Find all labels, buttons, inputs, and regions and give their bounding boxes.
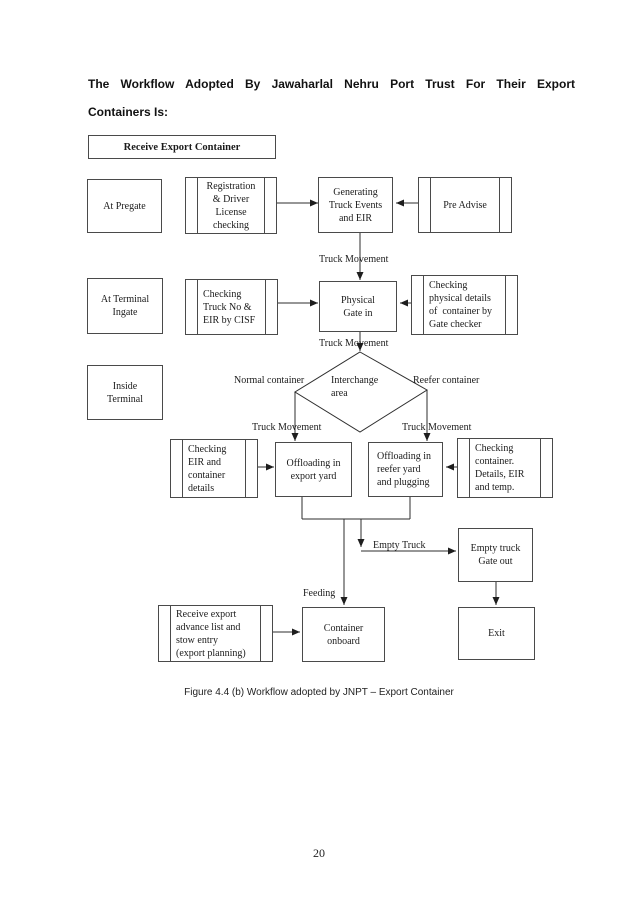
node-checking-physical-details: Checking physical details of container b… <box>411 275 518 335</box>
label-truck-movement-2: Truck Movement <box>319 338 389 349</box>
node-physical-gate-in: Physical Gate in <box>319 281 397 332</box>
label-empty-truck: Empty Truck <box>373 540 426 551</box>
node-receive-export-advance-list: Receive export advance list and stow ent… <box>158 605 273 662</box>
node-at-pregate: At Pregate <box>87 179 162 233</box>
node-receive-export-container: Receive Export Container <box>88 135 276 159</box>
interchange-diamond <box>294 351 428 433</box>
page-number: 20 <box>313 846 325 860</box>
node-at-terminal-ingate: At Terminal Ingate <box>87 278 163 334</box>
node-empty-truck-gate-out: Empty truck Gate out <box>458 528 533 582</box>
node-inside-terminal: Inside Terminal <box>87 365 163 420</box>
label-interchange-area: Interchange area <box>331 375 379 399</box>
node-checking-container-details: Checking container. Details, EIR and tem… <box>457 438 553 498</box>
label-normal-container: Normal container <box>234 375 305 386</box>
figure-caption: Figure 4.4 (b) Workflow adopted by JNPT … <box>184 687 454 698</box>
label-truck-movement-4: Truck Movement <box>402 422 472 433</box>
label-feeding: Feeding <box>303 588 336 599</box>
label-truck-movement-1: Truck Movement <box>319 254 389 265</box>
node-generating-truck-events: Generating Truck Events and EIR <box>318 177 393 233</box>
page-title-line1: The Workflow Adopted By Jawaharlal Nehru… <box>88 77 575 91</box>
node-registration-driver-license: Registration & Driver License checking <box>185 177 277 234</box>
label-truck-movement-3: Truck Movement <box>252 422 322 433</box>
page-title-line2: Containers Is: <box>88 105 169 119</box>
node-pre-advise: Pre Advise <box>418 177 512 233</box>
node-checking-eir: Checking EIR and container details <box>170 439 258 498</box>
node-offloading-export-yard: Offloading in export yard <box>275 442 352 497</box>
node-offloading-reefer-yard: Offloading in reefer yard and plugging <box>368 442 443 497</box>
node-container-onboard: Container onboard <box>302 607 385 662</box>
label-reefer-container: Reefer container <box>413 375 480 386</box>
node-checking-truck-no: Checking Truck No & EIR by CISF <box>185 279 278 335</box>
node-exit: Exit <box>458 607 535 660</box>
